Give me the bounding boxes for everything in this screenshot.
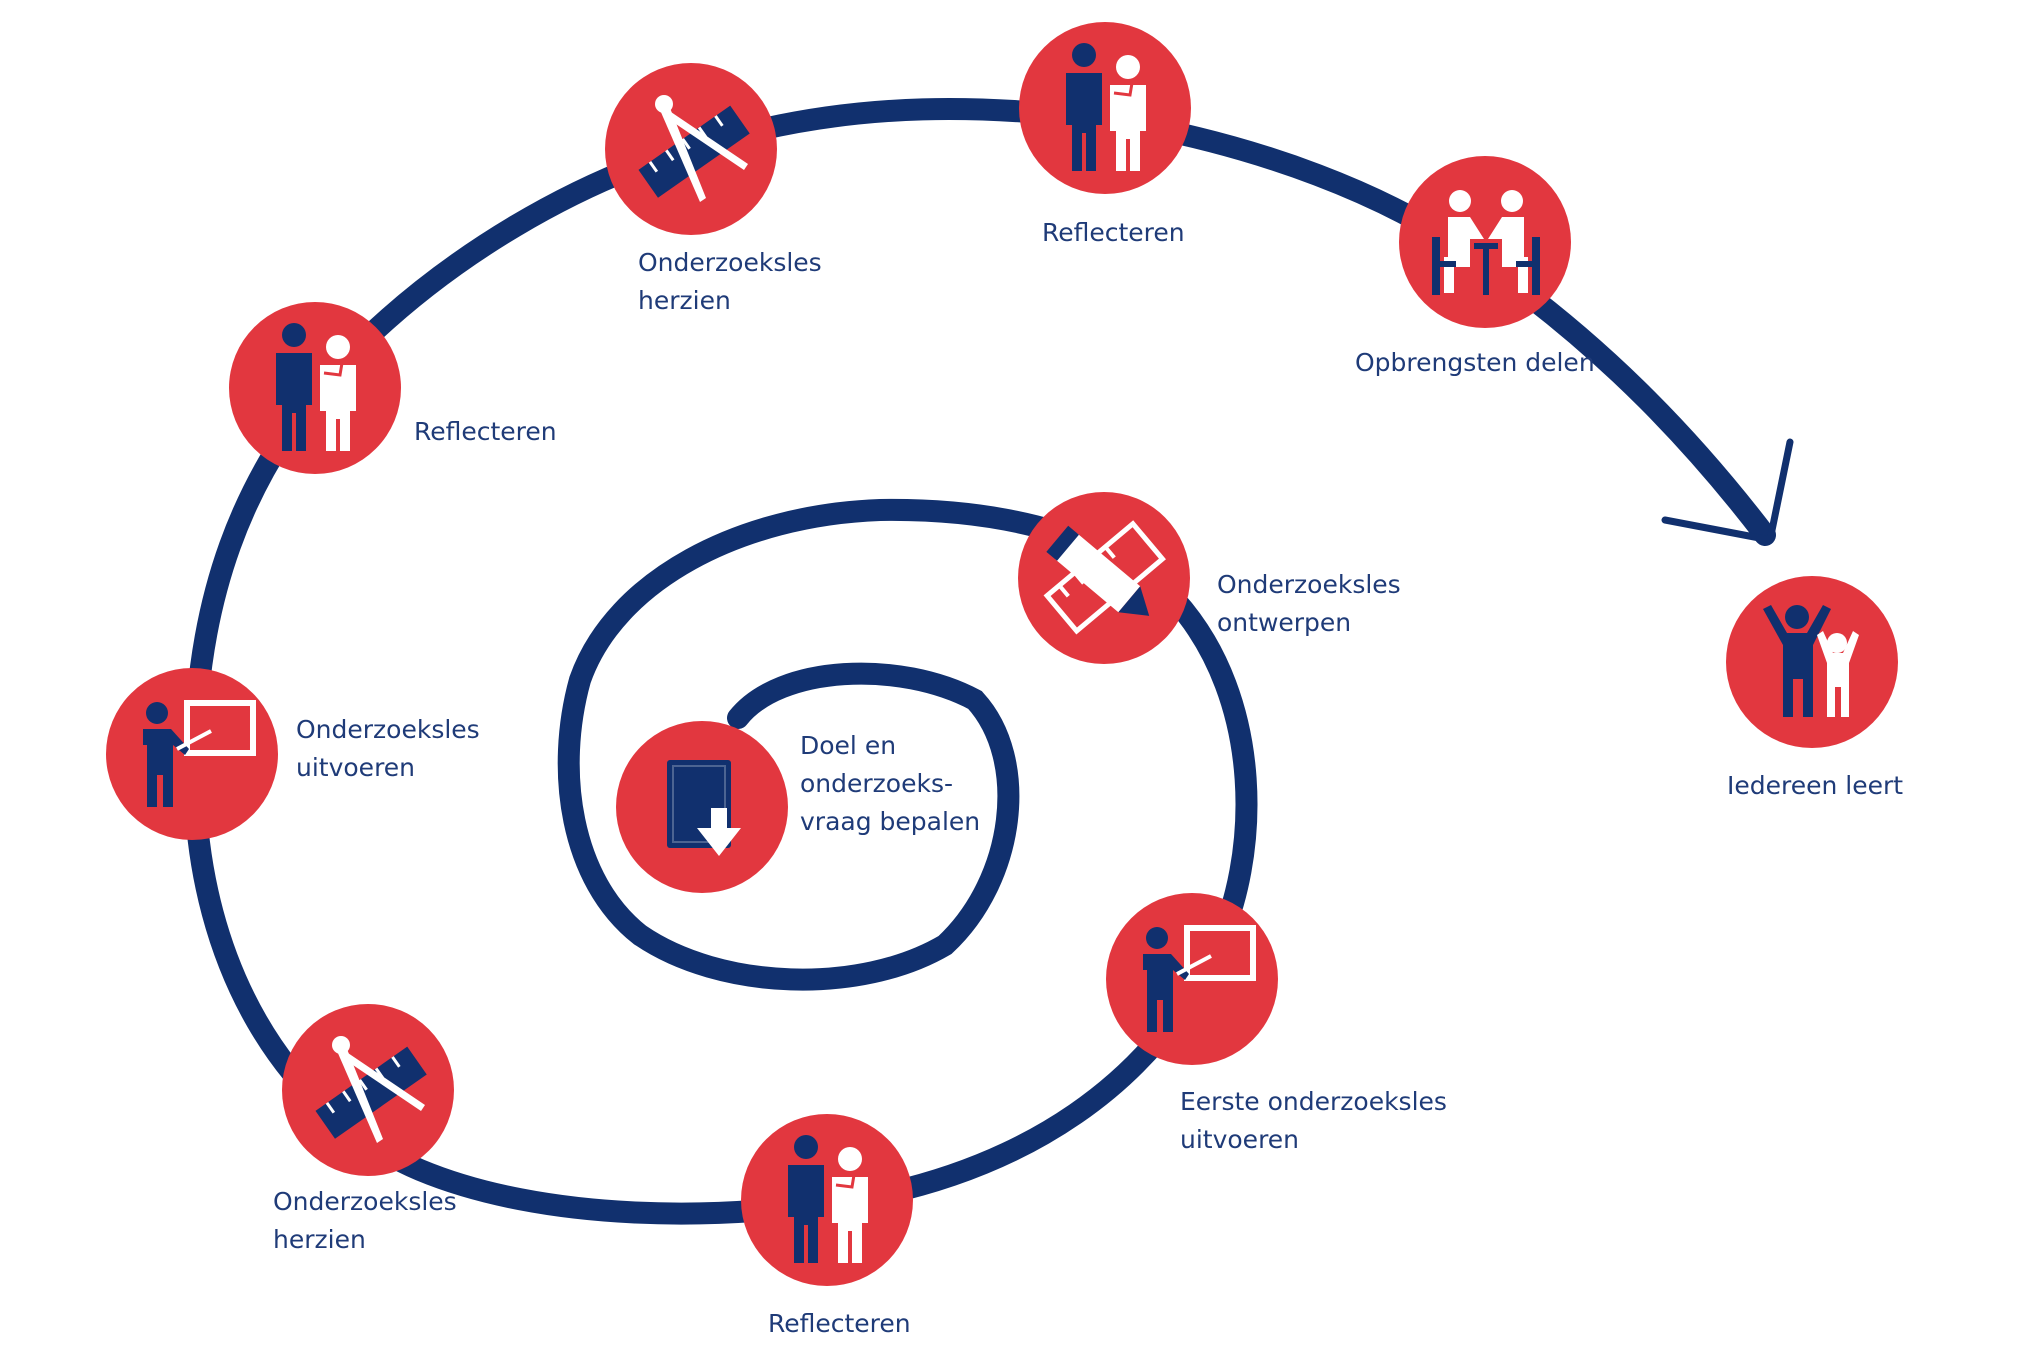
document-download-icon [667,760,741,856]
step-label-doel: Doel en onderzoeks- vraag bepalen [800,731,981,836]
step-node-delen [1399,156,1571,328]
step-label-reflecteren-3: Reflecteren [1042,218,1185,247]
step-node-reflecteren-3 [1019,22,1191,194]
step-label-delen: Opbrengsten delen [1355,348,1595,377]
step-node-reflecteren-1 [741,1114,913,1286]
step-label-reflecteren-1: Reflecteren [768,1309,911,1338]
cheering-people-icon [1763,605,1859,717]
compass-ruler-icon [638,95,750,202]
two-people-reflect-icon [788,1135,868,1263]
step-node-herzien-2 [605,63,777,235]
step-label-eerste-uitvoeren: Eerste onderzoeksles uitvoeren [1180,1087,1447,1154]
spiral-arrowhead [1661,438,1794,544]
step-node-doel [616,721,788,893]
step-node-herzien-1 [282,1004,454,1176]
step-node-ontwerpen [1018,492,1190,664]
step-label-uitvoeren: Onderzoeksles uitvoeren [296,715,480,782]
teacher-board-icon [1143,925,1256,1032]
teacher-board-icon [143,700,256,807]
pencil-ruler-icon [1043,520,1166,635]
people-at-table-icon [1432,190,1540,295]
step-label-iedereen: Iedereen leert [1727,771,1904,800]
step-node-reflecteren-2 [229,302,401,474]
two-people-reflect-icon [1066,43,1146,171]
step-label-herzien-1: Onderzoeksles herzien [273,1187,457,1254]
compass-ruler-icon [315,1036,427,1143]
step-node-eerste-uitvoeren [1106,893,1278,1065]
step-label-ontwerpen: Onderzoeksles ontwerpen [1217,570,1401,637]
step-label-reflecteren-2: Reflecteren [414,417,557,446]
step-label-herzien-2: Onderzoeksles herzien [638,248,822,315]
step-node-iedereen [1726,576,1898,748]
two-people-reflect-icon [276,323,356,451]
step-node-uitvoeren [106,668,278,840]
